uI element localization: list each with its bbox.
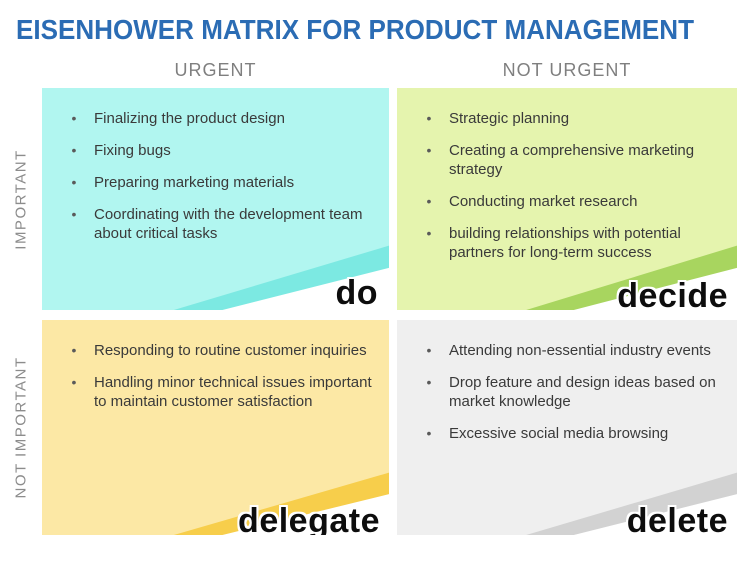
- column-header-not-urgent: NOT URGENT: [502, 60, 632, 80]
- decide-task-list: • Strategic planning • Creating a comprehen…: [397, 88, 737, 262]
- list-item-text: Finalizing the product design: [94, 110, 285, 127]
- row-label-not-important-text: NOT IMPORTANT: [12, 356, 30, 499]
- list-item-text: Attending non-essential industry events: [449, 342, 711, 359]
- list-item: • Excessive social media browsing: [420, 424, 723, 443]
- list-item-text: Excessive social media browsing: [449, 425, 669, 443]
- corner-decoration: [526, 245, 737, 310]
- row-label-important: IMPORTANT: [4, 88, 38, 310]
- list-item-text: Preparing marketing materials: [94, 174, 295, 192]
- list-item-text: Strategic planning: [449, 110, 570, 127]
- list-item: • Creating a comprehensive marketing stra…: [420, 141, 723, 179]
- list-item: • Strategic planning: [420, 109, 723, 128]
- list-item: • Attending non-essential industry events: [420, 341, 723, 360]
- list-item: • Coordinating with the development team …: [65, 205, 375, 243]
- list-item: • Conducting market research: [420, 192, 723, 211]
- row-label-important-text: IMPORTANT: [12, 148, 30, 250]
- list-item-text: Handling minor technical issues importan…: [94, 374, 372, 411]
- list-item-text: Conducting market research: [449, 193, 638, 211]
- quadrant-decide: • Strategic planning • Creating a comprehen…: [397, 88, 737, 310]
- column-header-urgent: URGENT: [174, 60, 257, 80]
- bullet-icon: •: [71, 342, 77, 358]
- delete-label: delete: [626, 502, 728, 535]
- list-item-text: building relationships with potential pa…: [449, 225, 681, 262]
- row-label-not-important: NOT IMPORTANT: [4, 320, 38, 535]
- bullet-icon: •: [426, 374, 432, 391]
- bullet-icon: •: [426, 193, 432, 210]
- list-item-text: Fixing bugs: [94, 142, 171, 160]
- bullet-icon: •: [71, 374, 77, 391]
- quadrant-delegate: • Responding to routine customer inquirie…: [42, 320, 389, 535]
- do-label: do: [335, 274, 378, 310]
- page-title: EISENHOWER MATRIX FOR PRODUCT MANAGEMENT: [16, 14, 694, 45]
- list-item-text: Responding to routine customer inquiries: [94, 342, 367, 359]
- list-item: • Preparing marketing materials: [65, 173, 375, 192]
- list-item-text: Drop feature and design ideas based on m…: [449, 374, 716, 411]
- delegate-task-list: • Responding to routine customer inquirie…: [42, 320, 389, 411]
- decide-label: decide: [617, 277, 728, 310]
- quadrant-delete: • Attending non-essential industry events…: [397, 320, 737, 535]
- bullet-icon: •: [71, 206, 77, 223]
- bullet-icon: •: [71, 110, 77, 126]
- list-item: • Responding to routine customer inquirie…: [65, 341, 375, 360]
- bullet-icon: •: [426, 425, 432, 442]
- bullet-icon: •: [426, 342, 432, 358]
- bullet-icon: •: [426, 225, 432, 242]
- do-task-list: • Finalizing the product design • Fixing bu…: [42, 88, 389, 243]
- list-item: • Drop feature and design ideas based on …: [420, 373, 723, 411]
- bullet-icon: •: [426, 142, 432, 159]
- bullet-icon: •: [426, 110, 432, 126]
- bullet-icon: •: [71, 142, 77, 159]
- list-item-text: Creating a comprehensive marketing strat…: [449, 142, 695, 179]
- list-item: • Fixing bugs: [65, 141, 375, 160]
- list-item: • Finalizing the product design: [65, 109, 375, 128]
- list-item: • Handling minor technical issues importa…: [65, 373, 375, 411]
- corner-decoration: [173, 472, 389, 535]
- list-item: • building relationships with potential p…: [420, 224, 723, 262]
- delete-task-list: • Attending non-essential industry events…: [397, 320, 737, 443]
- corner-decoration: [526, 472, 737, 535]
- quadrant-do: • Finalizing the product design • Fixing bu…: [42, 88, 389, 310]
- delegate-label: delegate: [238, 502, 380, 535]
- list-item-text: Coordinating with the development team a…: [94, 206, 363, 243]
- corner-decoration: [173, 245, 389, 310]
- bullet-icon: •: [71, 174, 77, 191]
